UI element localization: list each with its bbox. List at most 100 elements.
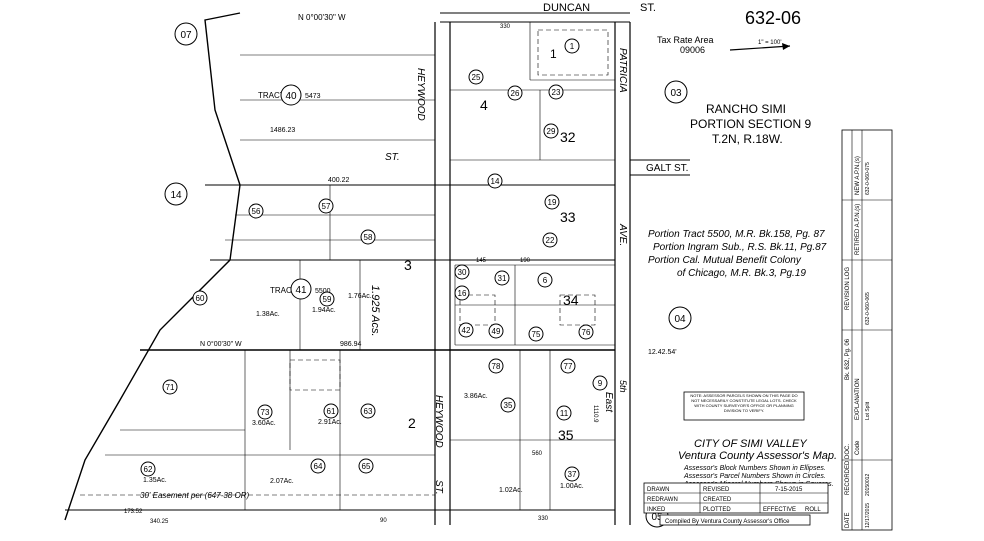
parcel-56: 56	[248, 203, 264, 219]
rev-row-new: 632-0-060-075	[865, 162, 871, 195]
parcel-75: 75	[528, 326, 544, 342]
svg-text:190: 190	[520, 258, 531, 264]
svg-text:57: 57	[322, 202, 331, 211]
tract-40-label: TRACT	[258, 91, 285, 100]
heywood-south-suffix: ST.	[433, 480, 444, 495]
scale-label: 1" = 100'	[758, 40, 781, 46]
col-retired: RETIRED A.P.N.(s)	[855, 204, 861, 255]
parcel-23: 23	[548, 84, 564, 100]
revised-label: REVISED	[703, 487, 730, 493]
redrawn-label: REDRAWN	[647, 497, 678, 503]
revised-date: 7-15-2015	[775, 487, 803, 493]
patricia-avenue: PATRICIA AVE.	[614, 22, 631, 525]
duncan-suffix: ST.	[640, 2, 656, 14]
svg-text:1110.9: 1110.9	[592, 405, 598, 423]
svg-text:2.07Ac.: 2.07Ac.	[270, 478, 294, 485]
svg-text:14: 14	[491, 177, 500, 186]
rev-row-explanation: Lot Split	[865, 401, 871, 420]
effective-label: EFFECTIVE	[763, 507, 796, 513]
location-line1: RANCHO SIMI	[706, 102, 786, 116]
parcel-14: 14	[487, 173, 503, 189]
fifth-label: 5th	[618, 380, 628, 393]
tract-41-code: 5500	[315, 288, 331, 295]
svg-text:62: 62	[144, 465, 153, 474]
plotted-label: PLOTTED	[703, 507, 731, 513]
svg-text:400.22: 400.22	[328, 177, 350, 184]
created-label: CREATED	[703, 497, 732, 503]
svg-text:3.60Ac.: 3.60Ac.	[252, 420, 276, 427]
svg-text:23: 23	[552, 88, 561, 97]
parcel-numbers: 1 6 9 11 14 16 19 22 23 25 26 29 30 31 3…	[140, 38, 608, 482]
parcel-26: 26	[507, 85, 523, 101]
svg-text:25: 25	[472, 73, 481, 82]
block-33: 33	[560, 209, 576, 225]
map-title: CITY OF SIMI VALLEY Ventura County Asses…	[678, 438, 837, 488]
adjacent-page-refs: 07 03 14 04 05	[164, 22, 692, 528]
svg-text:29: 29	[547, 127, 556, 136]
svg-text:60: 60	[196, 294, 205, 303]
parcel-73: 73	[257, 404, 273, 420]
parcel-25: 25	[468, 69, 484, 85]
svg-text:26: 26	[511, 89, 520, 98]
parcel-60: 60	[192, 290, 208, 306]
duncan-street: DUNCAN ST.	[440, 2, 656, 23]
block-32: 32	[560, 129, 576, 145]
parcel-78: 78	[488, 358, 504, 374]
note-line2: Portion Ingram Sub., R.S. Bk.11, Pg.87	[653, 242, 827, 253]
parcel-61: 61	[323, 403, 339, 419]
note-line1: Portion Tract 5500, M.R. Bk.158, Pg. 87	[648, 229, 825, 240]
tract-41: TRACT 41 5500	[270, 278, 331, 300]
col-doc: RECORDED DOC.	[845, 444, 851, 495]
parcel-30: 30	[454, 264, 470, 280]
map-name: Ventura County Assessor's Map.	[678, 450, 837, 462]
east-label: East	[603, 392, 614, 413]
svg-text:986.94: 986.94	[340, 341, 362, 348]
tax-rate-label: Tax Rate Area	[657, 35, 714, 45]
block-35: 35	[558, 427, 574, 443]
parcel-64: 64	[310, 458, 326, 474]
svg-text:145: 145	[476, 258, 487, 264]
col-new: NEW A.P.N.(s)	[855, 156, 861, 195]
svg-text:19: 19	[548, 198, 557, 207]
block-4: 4	[480, 97, 488, 113]
svg-text:73: 73	[261, 408, 270, 417]
parcel-71: 71	[162, 379, 178, 395]
drawn-label: DRAWN	[647, 487, 669, 493]
parcel-16: 16	[454, 285, 470, 301]
parcel-42: 42	[458, 322, 474, 338]
parcel-58: 58	[360, 229, 376, 245]
tract-40-code: 5473	[305, 93, 321, 100]
revision-log: REVISION LOG Bk. 632, Pg. 06 DATE RECORD…	[841, 129, 893, 531]
svg-text:9: 9	[598, 379, 603, 388]
legend-line2: Assessor's Parcel Numbers Shown in Circl…	[683, 473, 826, 480]
tract-41-num: 41	[295, 285, 307, 296]
svg-text:1.94Ac.: 1.94Ac.	[312, 307, 336, 314]
assessor-note-box: NOTE: ASSESSOR PARCELS SHOWN ON THIS PAG…	[683, 391, 805, 421]
svg-text:330: 330	[500, 24, 511, 30]
adjacent-page-04: 04	[674, 314, 686, 325]
heywood-north-suffix: ST.	[385, 152, 400, 163]
svg-text:6: 6	[543, 276, 548, 285]
adjacent-page-07: 07	[180, 30, 192, 41]
svg-text:22: 22	[546, 236, 555, 245]
svg-text:35: 35	[504, 401, 513, 410]
patricia-label: PATRICIA	[617, 48, 628, 93]
svg-text:12.42.54': 12.42.54'	[648, 349, 677, 356]
block-numbers: 1 2 3 4 32 33 34 35	[404, 47, 579, 443]
block-2: 2	[408, 415, 416, 431]
parcel-6: 6	[537, 272, 553, 288]
parcel-11: 11	[556, 405, 572, 421]
svg-text:560: 560	[532, 451, 543, 457]
legend-line1: Assessor's Block Numbers Shown in Ellips…	[683, 465, 826, 472]
parcel-62: 62	[140, 461, 156, 477]
col-code: Code	[855, 440, 861, 455]
location-line3: T.2N, R.18W.	[712, 132, 783, 146]
svg-text:2.91Ac.: 2.91Ac.	[318, 419, 342, 426]
adjacent-page-14: 14	[170, 190, 182, 201]
svg-text:1486.23: 1486.23	[270, 127, 295, 134]
svg-text:30: 30	[458, 268, 467, 277]
rev-row-doc: 20150012	[865, 474, 871, 496]
acreage-label: 1.925 Acs.	[369, 285, 381, 337]
galt-label: GALT ST.	[646, 163, 688, 174]
tract-notes: Portion Tract 5500, M.R. Bk.158, Pg. 87 …	[648, 229, 827, 279]
